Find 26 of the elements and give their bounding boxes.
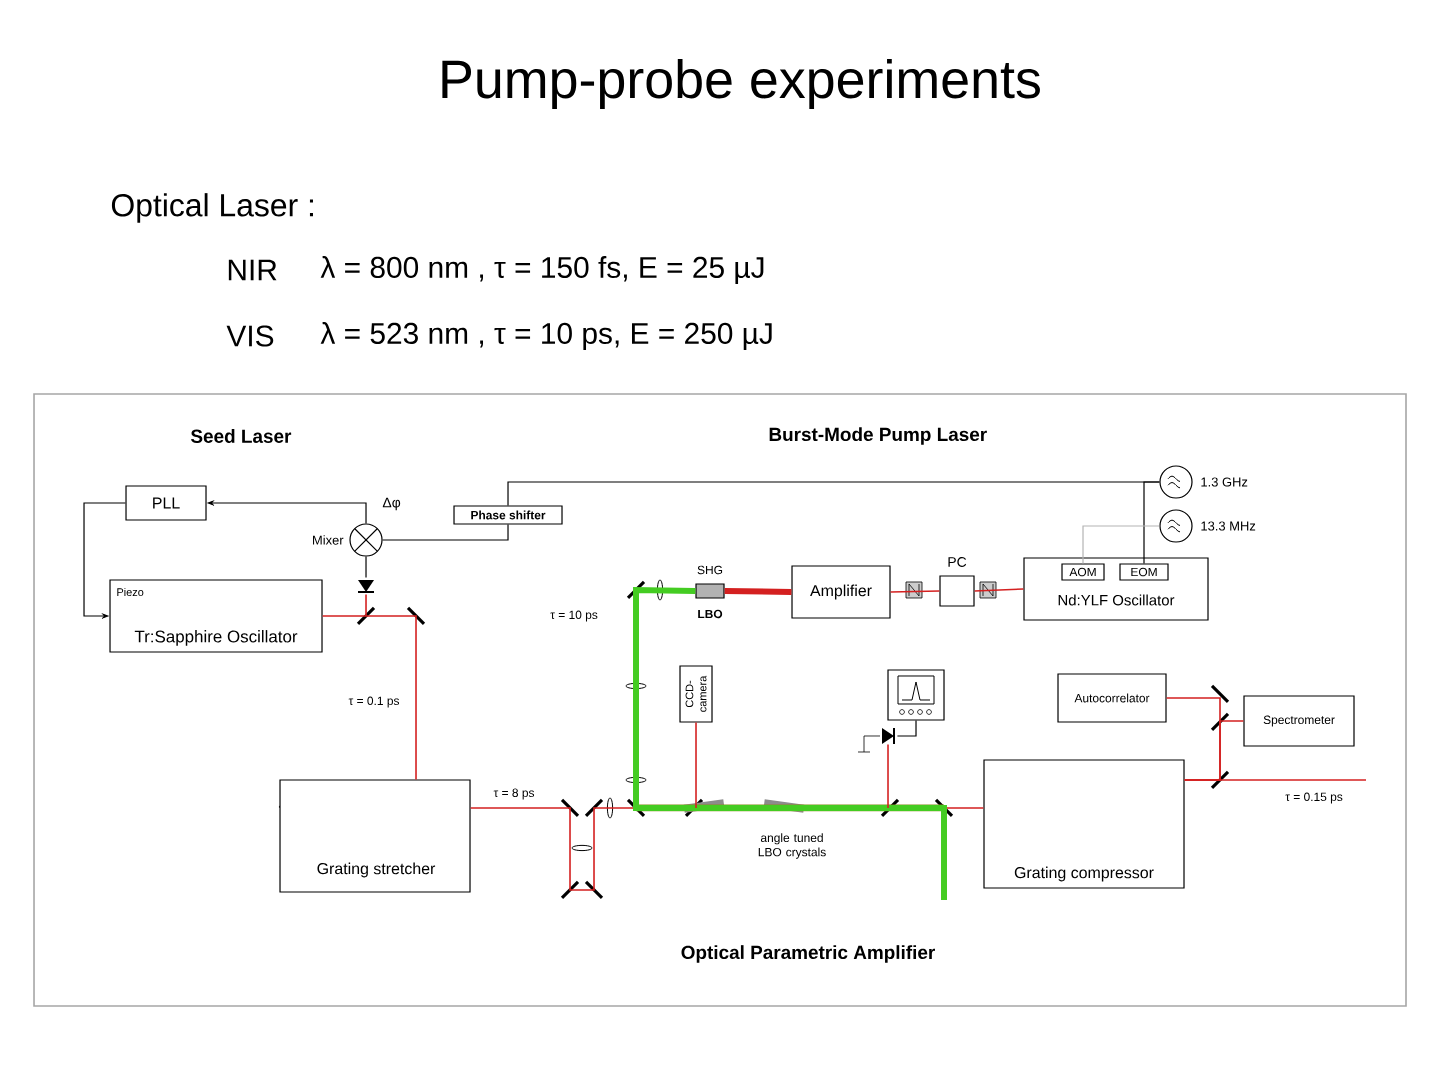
laser-beam bbox=[887, 743, 889, 809]
heading: Burst-Mode Pump Laser bbox=[769, 427, 987, 445]
title: Pump-probe experiments bbox=[442, 58, 1040, 110]
laser-beam bbox=[724, 588, 792, 595]
signal-line bbox=[633, 586, 947, 900]
label: Optical Laser : bbox=[111, 193, 313, 223]
laser-beam bbox=[889, 590, 941, 593]
signal-line bbox=[1082, 525, 1160, 564]
heading: Seed Laser bbox=[190, 429, 292, 443]
signal-line bbox=[896, 720, 917, 737]
signal-line bbox=[1143, 481, 1160, 564]
laser-beam bbox=[321, 615, 417, 781]
signal-line bbox=[382, 524, 509, 541]
laser-beam bbox=[973, 588, 1025, 592]
signal-line bbox=[365, 556, 367, 579]
label: VIS bbox=[226, 325, 274, 347]
label: λ = 523 nm , τ = 10 ps, E = 250 µJ bbox=[320, 322, 772, 350]
heading: Optical Parametric Amplifier bbox=[681, 945, 935, 963]
label: NIR bbox=[228, 259, 277, 281]
laser-beam bbox=[695, 721, 697, 809]
component-box bbox=[357, 580, 375, 593]
label: λ = 800 nm , τ = 150 fs, E = 25 µJ bbox=[320, 256, 764, 284]
component-box bbox=[882, 727, 895, 745]
oscilloscope bbox=[887, 669, 945, 721]
laser-beam bbox=[365, 593, 367, 617]
laser-beam bbox=[1183, 779, 1367, 781]
